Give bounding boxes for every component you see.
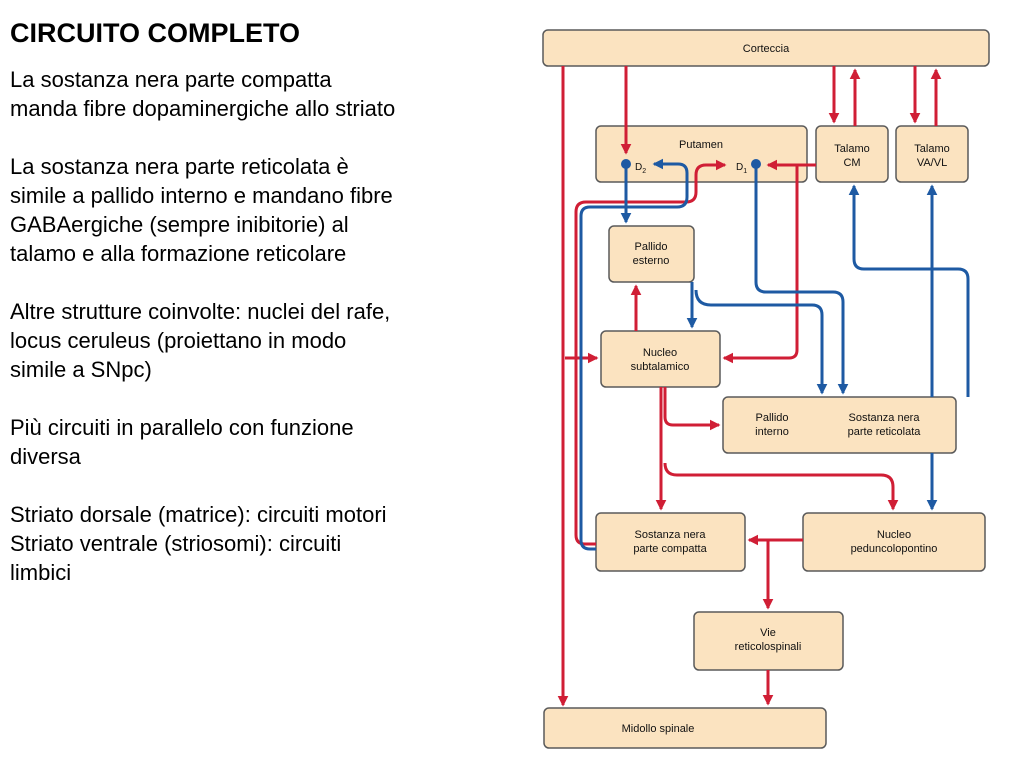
text-line: Altre strutture coinvolte: nuclei del ra… bbox=[10, 299, 391, 325]
node-label: subtalamico bbox=[631, 361, 690, 373]
node-label: Sostanza nera bbox=[849, 412, 921, 424]
node-label: Sostanza nera bbox=[635, 529, 707, 541]
node-label: Pallido bbox=[634, 241, 667, 253]
node-label: reticolospinali bbox=[735, 641, 802, 653]
path-snc-to-d2 bbox=[579, 158, 689, 551]
text-line: Più circuiti in parallelo con funzione bbox=[10, 415, 354, 441]
node-label: Talamo bbox=[834, 143, 869, 155]
node-label: Nucleo bbox=[643, 347, 677, 359]
node-pallido-esterno: Pallido esterno bbox=[608, 225, 695, 283]
node-label: peduncolopontino bbox=[851, 543, 938, 555]
path-stn-to-ppn bbox=[663, 462, 899, 511]
path-gpi-to-talamo-cm bbox=[848, 184, 970, 397]
node-talamo-cm: Talamo CM bbox=[815, 125, 889, 183]
paragraph-striatum: Striato dorsale (matrice): circuiti moto… bbox=[10, 500, 515, 587]
d2-receptor-dot bbox=[621, 159, 631, 169]
receptor-d1-letter: D bbox=[736, 162, 743, 173]
node-corteccia: Corteccia bbox=[542, 29, 990, 67]
text-line: simile a SNpc) bbox=[10, 357, 152, 383]
node-nucleo-subtalamico: Nucleo subtalamico bbox=[600, 330, 721, 388]
d1-receptor-dot bbox=[751, 159, 761, 169]
text-line: limbici bbox=[10, 560, 72, 586]
node-label: Nucleo bbox=[877, 529, 911, 541]
text-line: locus ceruleus (proiettano in modo bbox=[10, 328, 347, 354]
receptor-d1-label: D1 bbox=[736, 162, 747, 175]
node-pallido-interno-snr: Pallido interno Sostanza nera parte reti… bbox=[722, 396, 957, 454]
paragraph-parallel-circuits: Più circuiti in parallelo con funzione d… bbox=[10, 413, 515, 471]
text-line: GABAergiche (sempre inibitorie) al bbox=[10, 212, 349, 238]
text-panel: CIRCUITO COMPLETO La sostanza nera parte… bbox=[10, 18, 515, 616]
node-sostanza-nera-compatta: Sostanza nera parte compatta bbox=[595, 512, 746, 572]
receptor-d2-letter: D bbox=[635, 162, 642, 173]
text-line: La sostanza nera parte reticolata è bbox=[10, 154, 349, 180]
path-stn-to-gpi bbox=[663, 387, 721, 431]
node-nucleo-peduncolopontino: Nucleo peduncolopontino bbox=[802, 512, 986, 572]
path-d1-to-gpi bbox=[754, 164, 849, 395]
node-label: Midollo spinale bbox=[622, 723, 695, 735]
node-vie-reticolospinali: Vie reticolospinali bbox=[693, 611, 844, 671]
text-line: La sostanza nera parte compatta bbox=[10, 67, 332, 93]
path-talamo-cm-to-stn bbox=[722, 165, 799, 364]
text-line: Striato ventrale (striosomi): circuiti bbox=[10, 531, 342, 557]
node-talamo-vavl: Talamo VA/VL bbox=[895, 125, 969, 183]
text-line: talamo e alla formazione reticolare bbox=[10, 241, 347, 267]
path-gpe-to-gpi bbox=[694, 289, 828, 395]
paragraph-other-structures: Altre strutture coinvolte: nuclei del ra… bbox=[10, 297, 515, 384]
node-label: parte reticolata bbox=[848, 426, 922, 438]
paragraph-snr: La sostanza nera parte reticolata è simi… bbox=[10, 152, 515, 268]
node-label: Pallido bbox=[755, 412, 788, 424]
node-label: Putamen bbox=[679, 139, 723, 151]
node-label: Corteccia bbox=[743, 43, 790, 55]
receptor-d1-subscript: 1 bbox=[743, 168, 747, 175]
node-midollo-spinale: Midollo spinale bbox=[543, 707, 827, 749]
page-title: CIRCUITO COMPLETO bbox=[10, 18, 301, 48]
text-line: simile a pallido interno e mandano fibre bbox=[10, 183, 393, 209]
node-label: esterno bbox=[633, 255, 670, 267]
text-line: manda fibre dopaminergiche allo striato bbox=[10, 96, 396, 122]
text-line: Striato dorsale (matrice): circuiti moto… bbox=[10, 502, 387, 528]
basal-ganglia-circuit-diagram: Corteccia Putamen Talamo CM Talamo VA/VL… bbox=[542, 29, 990, 749]
node-putamen: Putamen bbox=[595, 125, 808, 183]
node-label: parte compatta bbox=[633, 543, 707, 555]
text-line: diversa bbox=[10, 444, 81, 470]
path-snc-to-d1 bbox=[574, 159, 727, 546]
node-label: VA/VL bbox=[917, 157, 947, 169]
receptor-d2-label: D2 bbox=[635, 162, 646, 175]
node-label: CM bbox=[843, 157, 860, 169]
node-label: interno bbox=[755, 426, 789, 438]
node-label: Talamo bbox=[914, 143, 949, 155]
node-label: Vie bbox=[760, 627, 776, 639]
paragraph-snpc: La sostanza nera parte compatta manda fi… bbox=[10, 65, 515, 123]
receptor-d2-subscript: 2 bbox=[642, 168, 646, 175]
